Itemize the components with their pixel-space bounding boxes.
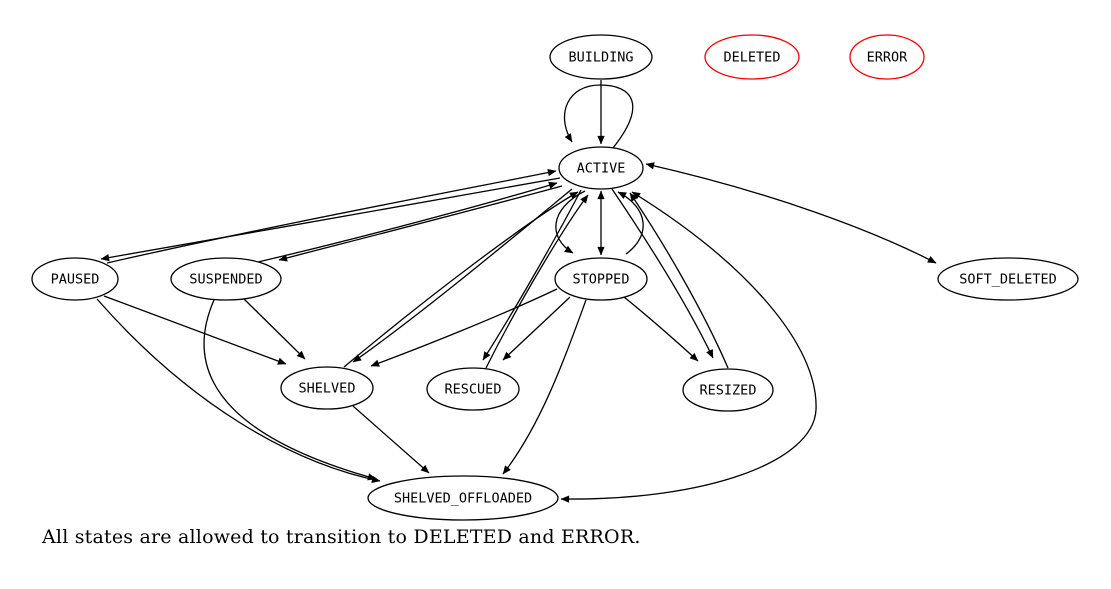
edge-paused-shelved [103,295,287,365]
edges-layer [96,80,937,503]
node-soft_deleted-ellipse [937,257,1079,301]
node-shelved: SHELVED [280,366,374,410]
edge-stopped-resized [623,296,699,362]
edge-stopped-rescued [502,296,571,361]
node-active-label: ACTIVE [577,161,626,177]
node-resized-ellipse [682,368,774,412]
edge-suspended-shelved [243,298,306,360]
edge-suspended-shelved_offloaded [203,299,377,481]
node-active-ellipse [558,146,644,190]
diagram-caption: All states are allowed to transition to … [42,526,641,548]
edge-active-suspended [278,185,563,262]
edge-active-paused [100,177,561,262]
edge-active-active [563,84,634,149]
node-deleted-ellipse [704,34,800,80]
edge-paused-active [106,168,557,264]
edge-active-shelved_offloaded [560,191,817,503]
node-rescued-ellipse [426,367,520,411]
node-shelved-label: SHELVED [299,381,356,397]
node-suspended-ellipse [170,257,282,301]
edge-shelved-active [343,191,579,368]
node-deleted: DELETED [704,34,800,80]
node-suspended: SUSPENDED [170,257,282,301]
edge-paused-shelved_offloaded [96,298,381,483]
node-shelved_offloaded-label: SHELVED_OFFLOADED [394,491,532,507]
node-error: ERROR [849,34,925,80]
node-error-ellipse [849,34,925,80]
edge-active-stopped [555,190,586,254]
node-paused-label: PAUSED [51,272,100,288]
node-error-label: ERROR [867,50,909,66]
node-building-label: BUILDING [568,50,633,66]
node-resized: RESIZED [682,368,774,412]
node-paused-ellipse [31,257,119,301]
edge-stopped-shelved [370,288,558,367]
node-stopped-ellipse [554,257,648,301]
node-soft_deleted-label: SOFT_DELETED [959,272,1057,288]
edge-shelved-shelved_offloaded [352,405,430,474]
node-resized-label: RESIZED [700,383,757,399]
node-deleted-label: DELETED [724,50,781,66]
edge-suspended-active [257,181,558,263]
node-shelved-ellipse [280,366,374,410]
node-active: ACTIVE [558,146,644,190]
node-shelved_offloaded: SHELVED_OFFLOADED [367,475,559,521]
node-suspended-label: SUSPENDED [189,272,262,288]
node-building-ellipse [549,34,653,80]
node-building: BUILDING [549,34,653,80]
edge-stopped-active [617,191,644,255]
node-stopped: STOPPED [554,257,648,301]
edge-active-shelved [352,188,573,363]
nodes-layer: BUILDING DELETED ERROR ACTIVE PAUSED SUSPENDE… [31,34,1079,521]
edge-active-soft_deleted [645,162,937,264]
node-shelved_offloaded-ellipse [367,475,559,521]
node-rescued: RESCUED [426,367,520,411]
node-paused: PAUSED [31,257,119,301]
edge-resized-active [629,192,729,369]
node-rescued-label: RESCUED [445,382,502,398]
node-soft_deleted: SOFT_DELETED [937,257,1079,301]
node-stopped-label: STOPPED [573,272,630,288]
